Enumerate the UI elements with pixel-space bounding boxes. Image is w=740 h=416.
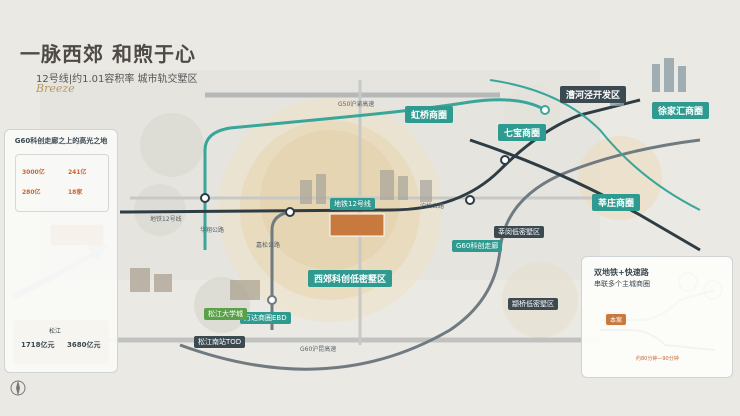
tag-caohejing: 漕河泾开发区 (560, 86, 627, 103)
tag-qiangang-low: 颛桥低密墅区 (508, 298, 558, 310)
park-circle-2 (134, 184, 186, 236)
road-label-line12: 地铁12号线 (150, 216, 182, 223)
stat-value-1: 3000亿 (22, 169, 45, 176)
metro-station-icon (540, 105, 550, 115)
gray-metro-line-2 (179, 138, 701, 371)
tag-xinzhuang: 莘庄商圈 (592, 194, 641, 211)
tag-xujiahui: 徐家汇商圈 (652, 102, 710, 119)
headline: 一脉西郊 和煦于心 (20, 42, 196, 66)
tag-songjiang-univ: 松江大学城 (204, 308, 247, 320)
stat-value-4: 18家 (68, 189, 83, 196)
building-cluster-songjiang (130, 268, 260, 300)
left-info-panel: G60科创走廊之上的高光之地 3000亿 241亿 280亿 18家 松江 17… (4, 129, 118, 373)
teal-metro-line-2 (489, 79, 701, 211)
brand-logo: Breeze (36, 82, 75, 95)
tag-g60-corridor: G60科创走廊 (452, 240, 503, 252)
tag-qibao: 七宝商圈 (498, 124, 547, 141)
building-cluster-project (300, 170, 432, 204)
stat-big-1: 1718亿元 (21, 341, 55, 349)
bottom-caption: 松江 (49, 328, 62, 335)
metro-line-12 (119, 98, 641, 214)
park-circle-1 (140, 113, 204, 177)
stat-big-2: 3680亿元 (67, 341, 101, 349)
left-panel-bottom-card: 松江 1718亿元 3680亿元 (13, 320, 109, 364)
left-panel-title: G60科创走廊之上的高光之地 (14, 137, 108, 145)
right-panel-badge: 本案 (606, 314, 627, 325)
road-label-hukun: 沪松公路 (420, 203, 445, 210)
tag-hongqiao: 虹桥商圈 (405, 106, 454, 123)
subline: 12号线|约1.01容积率 城市轨交墅区 (36, 74, 198, 85)
metro-station-icon (267, 295, 277, 305)
road-label-huaxiang: 华翔公路 (200, 227, 225, 234)
tag-wanda: 万达商圈EBD (240, 312, 291, 324)
stat-value-2: 241亿 (68, 169, 87, 176)
metro-station-icon (465, 195, 475, 205)
right-panel-bottom-text: 约80分钟—90分钟 (636, 356, 679, 362)
metro-station-icon (500, 155, 510, 165)
compass-needle-icon (16, 380, 20, 396)
metro-station-icon (200, 193, 210, 203)
tag-songjiang-tod: 松江南站TOD (194, 336, 246, 348)
metro-station-icon (285, 207, 295, 217)
road-label-g60: G60沪昆高速 (300, 346, 337, 353)
road-label-jiasong: 嘉松公路 (256, 242, 281, 249)
project-site (329, 213, 385, 237)
left-panel-stat-card: 3000亿 241亿 280亿 18家 (15, 154, 109, 212)
right-panel-title: 双地铁+快速路 (594, 268, 649, 277)
right-info-panel: 双地铁+快速路 串联多个主城商圈 约80分钟—90分钟 (581, 256, 733, 378)
tag-line12: 地铁12号线 (330, 198, 375, 210)
stat-value-3: 280亿 (22, 189, 41, 196)
tag-district: 西郊科创低密墅区 (308, 270, 393, 287)
road-label-g50: G50沪渝高速 (338, 101, 375, 108)
right-panel-subtitle: 串联多个主城商圈 (594, 280, 650, 288)
tag-xinhua-low: 莘闵低密墅区 (494, 226, 544, 238)
